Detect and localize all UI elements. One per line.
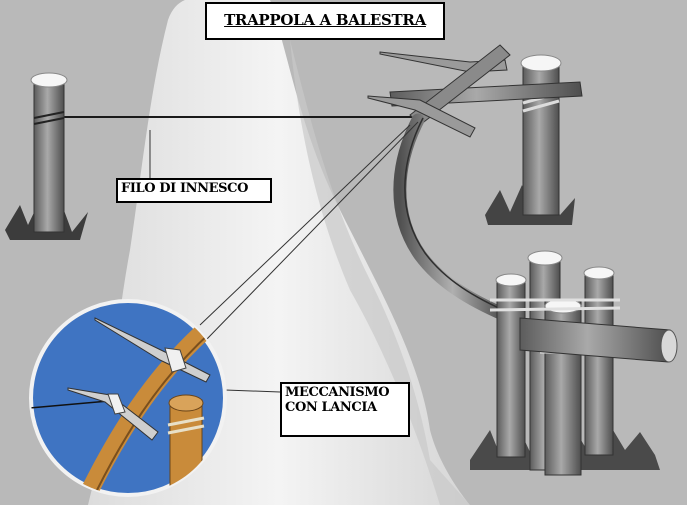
diagram-title: TRAPPOLA A BALESTRA (224, 11, 426, 29)
trigger-wire-text: FILO DI INNESCO (121, 181, 248, 196)
left-post (5, 73, 88, 240)
right-upper-post (485, 55, 575, 225)
inset-detail (30, 301, 225, 500)
mechanism-text-line2: CON LANCIA (285, 401, 408, 416)
mechanism-label: MECCANISMO CON LANCIA (280, 382, 410, 437)
title-box: TRAPPOLA A BALESTRA (205, 2, 445, 40)
trigger-wire-label: FILO DI INNESCO (116, 178, 272, 203)
right-lower-posts (470, 251, 677, 475)
mechanism-text-line1: MECCANISMO (285, 386, 408, 401)
